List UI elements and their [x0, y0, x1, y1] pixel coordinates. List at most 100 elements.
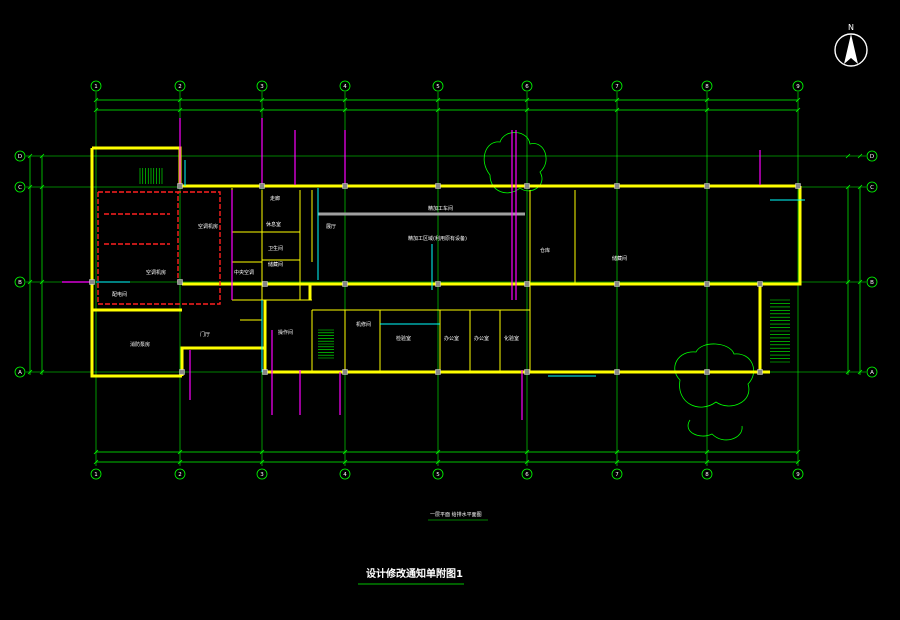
row-axis-bubble: C: [14, 181, 26, 193]
room-label: 操作间: [278, 329, 293, 336]
interior-partitions: [231, 188, 576, 372]
structural-column: [704, 281, 710, 287]
room-label: 门厅: [200, 331, 210, 338]
column-axis-label: 7: [615, 84, 619, 90]
room-label: 检验室: [396, 335, 411, 342]
structural-column: [704, 369, 710, 375]
column-axis-bubble: 3: [256, 468, 268, 480]
structural-column: [524, 281, 530, 287]
room-label: 储藏间: [612, 255, 627, 262]
row-axis-label: B: [870, 280, 874, 286]
row-axis-label: C: [18, 185, 22, 191]
room-label: 精加工区域(利用原有设备): [408, 235, 467, 242]
row-axis-label: A: [870, 370, 874, 376]
column-axis-label: 3: [260, 84, 264, 90]
room-label: 机修间: [356, 321, 371, 328]
column-axis-label: 3: [260, 472, 264, 478]
structural-column: [435, 183, 441, 189]
column-axis-label: 7: [615, 472, 619, 478]
structural-column: [614, 281, 620, 287]
structural-column: [524, 183, 530, 189]
structural-column: [262, 369, 268, 375]
room-label: 展厅: [326, 224, 336, 230]
north-arrow-icon: N: [834, 23, 868, 67]
structural-column: [795, 183, 801, 189]
room-label: 卫生间: [268, 245, 283, 252]
room-label: 储藏间: [268, 261, 283, 268]
structural-column: [177, 279, 183, 285]
row-axis-label: B: [18, 280, 22, 286]
column-axis-label: 2: [178, 472, 182, 478]
room-label: 休息室: [266, 221, 281, 228]
structural-column: [524, 369, 530, 375]
stair-symbols: [139, 168, 790, 363]
row-axis-bubble: B: [14, 276, 26, 288]
pipe-network-cyan: [96, 160, 805, 377]
pipe-network-red: [97, 191, 221, 305]
column-axis-label: 2: [178, 84, 182, 90]
tree-symbols: [483, 132, 754, 441]
row-axis-label: D: [18, 154, 22, 160]
structural-column: [342, 281, 348, 287]
row-axis-bubble: D: [14, 150, 26, 162]
structural-column: [614, 183, 620, 189]
structural-column: [614, 369, 620, 375]
row-axis-label: D: [870, 154, 874, 160]
structural-column: [435, 369, 441, 375]
room-label: 消防泵房: [130, 341, 150, 348]
column-axis-label: 1: [94, 472, 98, 478]
column-axis-bubble: 6: [521, 468, 533, 480]
structural-column: [342, 183, 348, 189]
row-axis-bubble: A: [866, 366, 878, 378]
column-axis-bubble: 4: [339, 468, 351, 480]
column-axis-bubble: 3: [256, 80, 268, 92]
structural-column: [757, 281, 763, 287]
room-label: 仓库: [540, 247, 550, 254]
north-label: N: [848, 23, 854, 32]
row-axis-bubble: D: [866, 150, 878, 162]
dimension-lines: [29, 99, 861, 463]
sheet-title: 设计修改通知单附图1: [366, 567, 463, 580]
column-axis-label: 8: [705, 84, 709, 90]
structural-column: [259, 183, 265, 189]
structural-column: [342, 369, 348, 375]
column-markers: [89, 183, 801, 375]
column-axis-bubble: 8: [701, 80, 713, 92]
row-axis-bubble: A: [14, 366, 26, 378]
building-walls: [90, 146, 802, 378]
row-axis-label: C: [870, 185, 874, 191]
structural-column: [435, 281, 441, 287]
row-axis-label: A: [18, 370, 22, 376]
structural-column: [262, 281, 268, 287]
structural-column: [177, 183, 183, 189]
room-label: 走廊: [270, 195, 280, 202]
column-axis-label: 9: [796, 84, 800, 90]
column-axis-bubble: 7: [611, 80, 623, 92]
column-axis-bubble: 6: [521, 80, 533, 92]
row-axis-bubbles: D D C C B B A A: [14, 150, 878, 378]
room-label: 办公室: [444, 335, 459, 342]
room-label: 配电间: [112, 291, 127, 298]
row-axis-bubble: C: [866, 181, 878, 193]
structural-column: [704, 183, 710, 189]
room-labels: 空调机房 空调机房 配电间 消防泵房 门厅 走廊 休息室 中央空调 卫生间 储藏…: [112, 195, 627, 348]
column-axis-label: 6: [525, 472, 529, 478]
column-axis-label: 6: [525, 84, 529, 90]
room-label: 空调机房: [198, 223, 218, 230]
column-axis-bubble: 9: [792, 80, 804, 92]
column-axis-label: 5: [436, 472, 440, 478]
column-axis-bubble: 5: [432, 80, 444, 92]
column-axis-label: 8: [705, 472, 709, 478]
row-axis-bubble: B: [866, 276, 878, 288]
column-axis-label: 4: [343, 84, 347, 90]
column-axis-bubble: 9: [792, 468, 804, 480]
column-axis-bubble: 2: [174, 80, 186, 92]
room-label: 化验室: [504, 335, 519, 342]
column-axis-bubble: 1: [90, 468, 102, 480]
pipe-network-magenta: [62, 118, 761, 420]
column-axis-label: 5: [436, 84, 440, 90]
column-axis-bubble: 5: [432, 468, 444, 480]
column-axis-bubble: 2: [174, 468, 186, 480]
